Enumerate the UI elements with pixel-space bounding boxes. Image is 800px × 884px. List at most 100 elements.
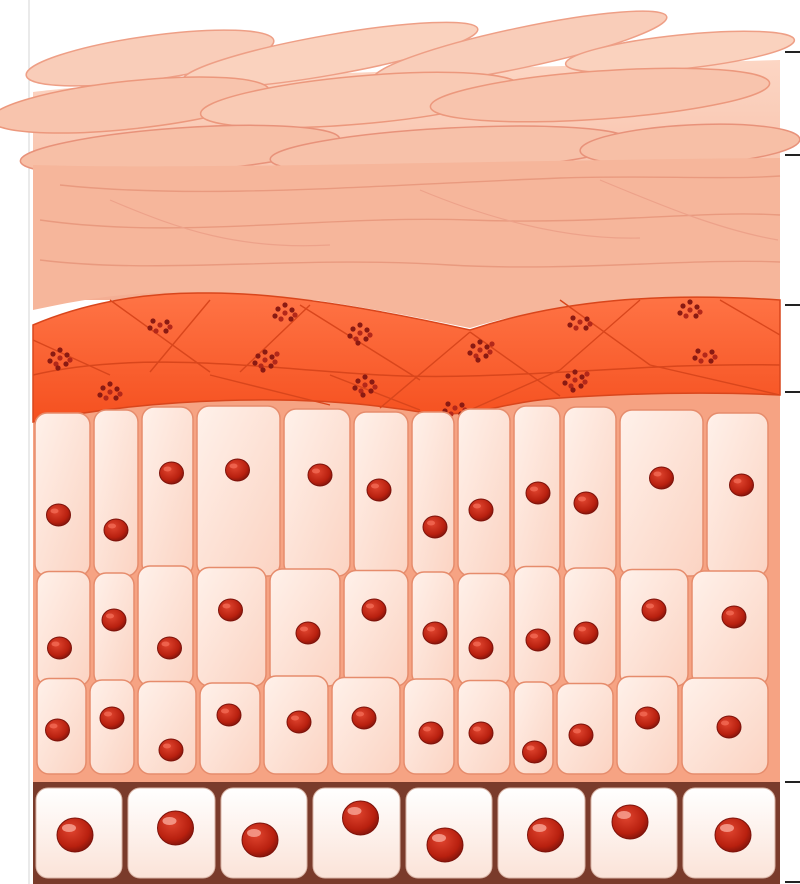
granule <box>484 344 489 349</box>
basal-nucleus <box>242 823 278 857</box>
basal-nucleus <box>57 818 93 852</box>
granule <box>150 318 155 323</box>
cell-nucleus <box>650 467 674 489</box>
granule <box>274 351 279 356</box>
nucleus-highlight <box>106 614 114 619</box>
granule <box>579 374 584 379</box>
granule <box>368 388 373 393</box>
spinosum-cell <box>37 572 90 687</box>
granule <box>572 369 577 374</box>
granule <box>570 387 575 392</box>
granule <box>289 307 294 312</box>
granule <box>683 313 688 318</box>
nucleus-highlight <box>646 604 654 609</box>
granule <box>452 405 457 410</box>
granule <box>360 392 365 397</box>
granule <box>153 328 158 333</box>
granule <box>587 321 592 326</box>
nucleus-highlight <box>473 642 481 647</box>
nucleus-highlight <box>163 817 177 825</box>
granule <box>269 354 274 359</box>
spinosum-cell <box>94 410 138 576</box>
granule <box>584 316 589 321</box>
nucleus-highlight <box>617 811 631 819</box>
granule <box>347 333 352 338</box>
cell-nucleus <box>160 462 184 484</box>
granule <box>695 348 700 353</box>
nucleus-highlight <box>726 611 734 616</box>
granule <box>63 361 68 366</box>
granule <box>687 299 692 304</box>
granule <box>565 373 570 378</box>
granule <box>255 353 260 358</box>
spinosum-cell <box>514 567 560 687</box>
cell-nucleus <box>47 504 71 526</box>
granule <box>489 341 494 346</box>
cell-nucleus <box>569 724 593 746</box>
cell-nucleus <box>469 499 493 521</box>
granule <box>167 324 172 329</box>
cell-nucleus <box>308 464 332 486</box>
nucleus-highlight <box>366 604 374 609</box>
granule <box>572 377 577 382</box>
nucleus-highlight <box>50 724 58 729</box>
spinosum-cell <box>620 570 688 687</box>
spinosum-cell <box>458 409 510 576</box>
cell-nucleus <box>423 622 447 644</box>
nucleus-highlight <box>108 524 116 529</box>
granule <box>487 349 492 354</box>
granule <box>582 379 587 384</box>
granule <box>567 322 572 327</box>
basal-nucleus <box>158 811 194 845</box>
nucleus-highlight <box>163 744 171 749</box>
nucleus-highlight <box>300 627 308 632</box>
granule <box>357 330 362 335</box>
cell-nucleus <box>219 599 243 621</box>
spinosum-cell <box>284 409 350 576</box>
granule <box>364 327 369 332</box>
spinosum-cell <box>197 568 266 687</box>
granule <box>272 359 277 364</box>
nucleus-highlight <box>734 479 742 484</box>
nucleus-highlight <box>230 464 238 469</box>
granule <box>367 332 372 337</box>
granule <box>350 326 355 331</box>
nucleus-highlight <box>356 712 364 717</box>
nucleus-highlight <box>473 727 481 732</box>
cell-nucleus <box>296 622 320 644</box>
granule <box>355 340 360 345</box>
granule <box>47 358 52 363</box>
granule <box>702 352 707 357</box>
granule <box>362 374 367 379</box>
nucleus-highlight <box>221 709 229 714</box>
granule <box>573 325 578 330</box>
cell-nucleus <box>367 479 391 501</box>
spinosum-cell <box>564 407 616 576</box>
spinosum-cell <box>344 571 408 687</box>
spinosum-cell <box>412 412 454 576</box>
granule <box>692 355 697 360</box>
nucleus-highlight <box>223 604 231 609</box>
nucleus-highlight <box>62 824 76 832</box>
cell-nucleus <box>48 637 72 659</box>
granule <box>677 310 682 315</box>
nucleus-highlight <box>427 627 435 632</box>
nucleus-highlight <box>578 627 586 632</box>
cell-nucleus <box>158 637 182 659</box>
granule <box>107 381 112 386</box>
cell-nucleus <box>636 707 660 729</box>
granule <box>372 384 377 389</box>
granule <box>362 382 367 387</box>
granule <box>163 328 168 333</box>
granule <box>687 307 692 312</box>
spinosum-cell <box>200 683 260 774</box>
spinosum-cell <box>197 406 280 576</box>
nucleus-highlight <box>432 834 446 842</box>
cell-nucleus <box>526 482 550 504</box>
granule <box>357 322 362 327</box>
cell-nucleus <box>419 722 443 744</box>
granule <box>467 350 472 355</box>
granule <box>459 402 464 407</box>
nucleus-highlight <box>533 824 547 832</box>
granule <box>477 347 482 352</box>
